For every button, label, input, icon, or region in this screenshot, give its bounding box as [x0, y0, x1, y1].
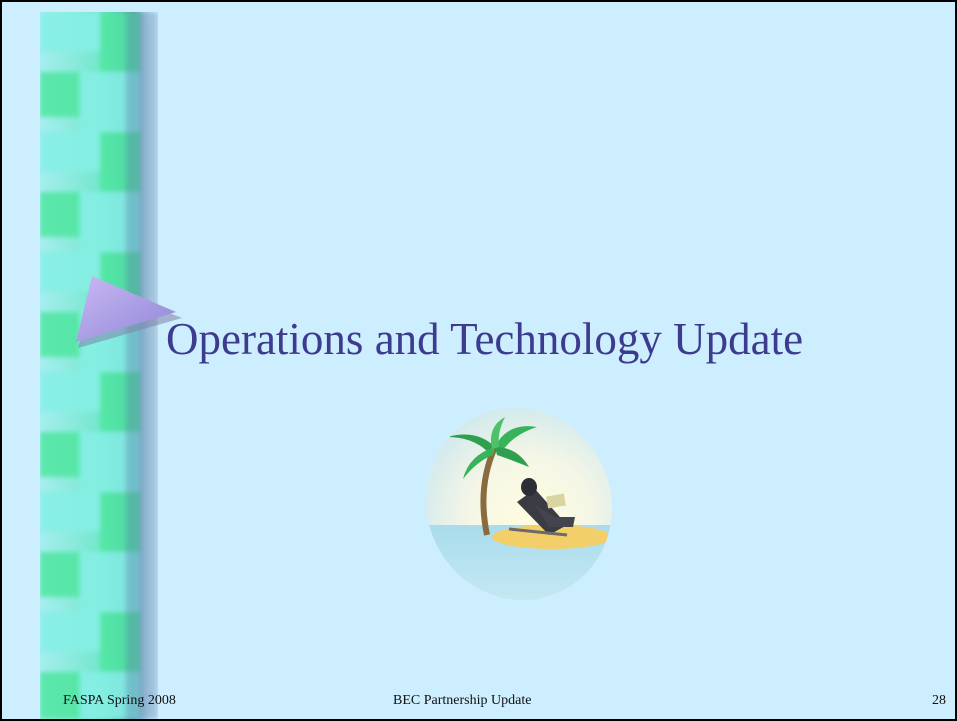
footer-left-text: FASPA Spring 2008 [63, 693, 176, 708]
island-clipart [417, 407, 622, 602]
slide-title: Operations and Technology Update [166, 314, 804, 364]
footer-center-text: BEC Partnership Update [393, 693, 532, 708]
slide-number: 28 [932, 693, 946, 708]
decorative-side-strip [40, 12, 158, 719]
decorative-arrow-icon [76, 276, 182, 348]
